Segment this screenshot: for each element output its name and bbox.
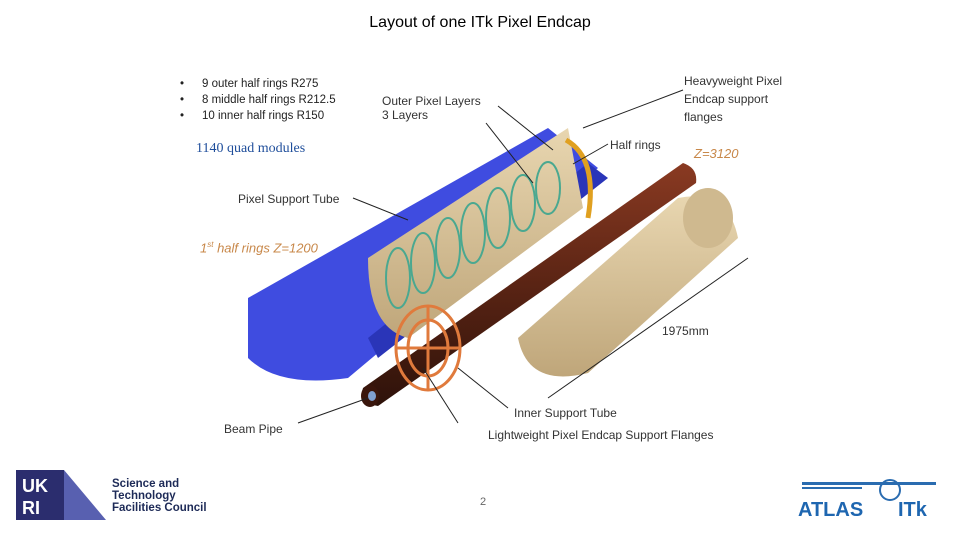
ring-list-item: 10 inner half rings R150 [176, 108, 336, 124]
heavyweight-label: Heavyweight Pixel Endcap support flanges [684, 72, 782, 126]
page-number: 2 [480, 496, 487, 508]
half-rings [385, 161, 561, 309]
slide-title: Layout of one ITk Pixel Endcap [369, 14, 591, 31]
inner-support-tube [518, 196, 738, 377]
support-tube-label: Pixel Support Tube [238, 192, 340, 206]
stfc-line: Facilities Council [112, 502, 207, 514]
heavyweight-line: Heavyweight Pixel [684, 74, 783, 88]
outer-layers-line: Outer Pixel Layers [382, 94, 481, 108]
outer-layers-line: 3 Layers [382, 108, 429, 122]
stfc-name: Science and Technology Facilities Counci… [112, 478, 207, 514]
lightweight-flange [394, 304, 462, 392]
inner-support-tube-end [683, 188, 733, 248]
stfc-line: Science and [112, 478, 180, 490]
heavyweight-line: Endcap support [684, 92, 769, 106]
first-rings-label: 1st half rings Z=1200 [200, 240, 318, 255]
beam-pipe-label: Beam Pipe [224, 422, 283, 436]
half-rings-label: Half rings [610, 138, 661, 152]
ring-list: 9 outer half rings R275 8 middle half ri… [176, 76, 336, 124]
ukri-text-top: UK [22, 476, 48, 496]
heavyweight-line: flanges [684, 110, 723, 124]
atlas-text: ATLAS [798, 499, 863, 520]
ukri-logo: UK RI [16, 470, 106, 520]
inner-support-label: Inner Support Tube [514, 406, 617, 420]
endcap-diagram: 9 outer half rings R275 8 middle half ri… [168, 68, 808, 448]
light-flanges-label: Lightweight Pixel Endcap Support Flanges [488, 428, 714, 442]
first-rings-number: 1 [200, 240, 208, 256]
heavyweight-flange [564, 137, 593, 219]
first-rings-text: half rings Z=1200 [213, 240, 318, 256]
z3120-label: Z=3120 [694, 146, 739, 161]
ring-list-item: 9 outer half rings R275 [176, 76, 336, 92]
atlas-itk-logo: ATLAS ITk [798, 479, 936, 520]
itk-text: ITk [898, 499, 928, 520]
length-label: 1975mm [662, 324, 709, 338]
ukri-text-bottom: RI [22, 498, 40, 518]
first-rings-sup: st [207, 240, 214, 249]
endcap-drawing [248, 89, 749, 424]
ring-list-item: 8 middle half rings R212.5 [176, 92, 336, 108]
outer-layers-label: Outer Pixel Layers 3 Layers [382, 94, 481, 122]
beam-pipe [362, 163, 697, 406]
stfc-line: Technology [112, 490, 176, 502]
quad-modules-label: 1140 quad modules [196, 141, 306, 156]
